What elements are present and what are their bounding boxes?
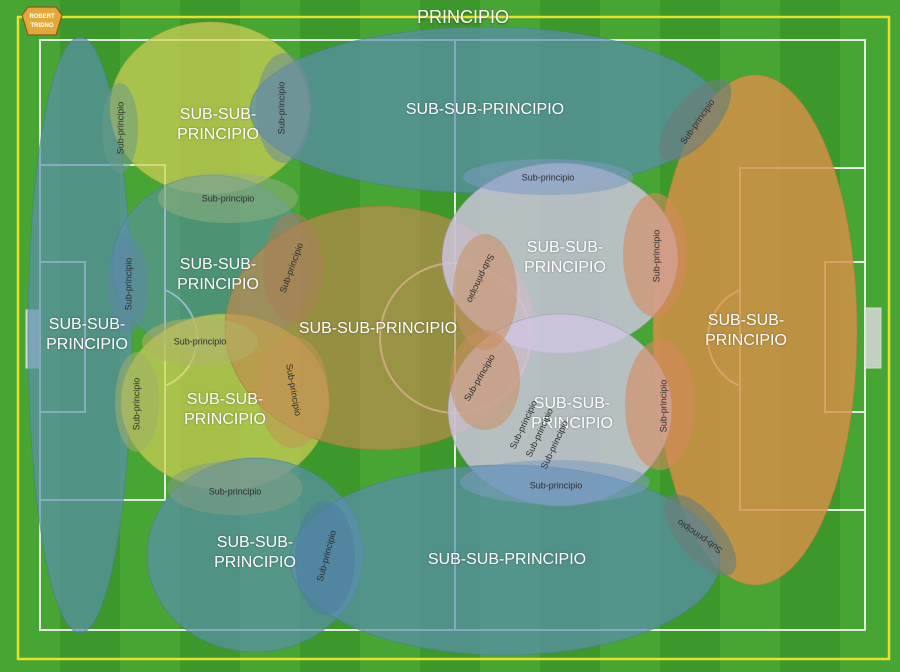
lens-left-top — [102, 83, 138, 173]
sub-label-right-upper: Sub-principio — [651, 229, 662, 283]
sub-sub-label-bottom-left: SUB-SUB-PRINCIPIO — [214, 534, 296, 571]
lens-bottom-left — [167, 461, 303, 515]
sub-sub-label-center: SUB-SUB-PRINCIPIO — [298, 320, 458, 337]
sub-sub-label-lower-left: SUB-SUB-PRINCIPIO — [184, 391, 266, 428]
sub-sub-label-mid-left: SUB-SUB-PRINCIPIO — [177, 256, 259, 293]
sub-sub-label-right: SUB-SUB-PRINCIPIO — [705, 312, 787, 349]
sub-label-bottom-left: Sub-principio — [208, 486, 262, 497]
sub-label-left-lower: Sub-principio — [131, 377, 142, 431]
sub-sub-label-top-left: SUB-SUB-PRINCIPIO — [177, 106, 259, 143]
sub-label-right-top: Sub-principio — [521, 172, 575, 183]
lens-top — [256, 53, 312, 163]
right-goal — [864, 307, 882, 369]
logo: ROBERT TRIDNO — [21, 6, 63, 36]
lens-top-right — [658, 79, 732, 161]
sub-sub-label-top-center: SUB-SUB-PRINCIPIO — [405, 101, 565, 118]
sub-label-right-bottom: Sub-principio — [529, 480, 583, 491]
lens-center-right-bottom — [450, 330, 520, 430]
sub-label-right-lower: Sub-principio — [658, 379, 669, 433]
lens-right-upper — [623, 193, 687, 317]
lens-bottom — [295, 501, 355, 615]
zone-right — [652, 74, 858, 586]
lens-left-mid — [108, 237, 148, 333]
lens-bottom-right — [663, 494, 737, 576]
sub-sub-label-right-center-bottom: SUB-SUB-PRINCIPIO — [531, 395, 613, 432]
sub-sub-label-left-column: SUB-SUB-PRINCIPIO — [46, 316, 128, 353]
lens-right-top — [463, 159, 633, 195]
sub-label-left-mid: Sub-principio — [123, 257, 134, 311]
sub-label-top: Sub-principio — [276, 81, 287, 135]
sub-sub-label-bottom-center: SUB-SUB-PRINCIPIO — [427, 551, 587, 568]
principle-frame — [16, 15, 891, 661]
sub-principle-lenses — [102, 53, 737, 615]
logo-text-line1: ROBERT — [29, 14, 55, 20]
lens-right-lower — [625, 340, 695, 470]
sub-label-mid-lower: Sub-principio — [173, 336, 227, 347]
lens-right-bottom — [460, 460, 650, 504]
sub-label-mid-top: Sub-principio — [201, 193, 255, 204]
lens-mid-center — [263, 213, 323, 323]
lens-center-right-top — [453, 234, 517, 350]
lens-mid-top — [158, 173, 298, 223]
diagram-title: PRINCIPIO — [416, 6, 510, 27]
lens-mid-lower — [142, 318, 258, 366]
zone-left-column — [27, 36, 133, 634]
sub-label-left-top: Sub-principio — [115, 101, 126, 155]
logo-text-line2: TRIDNO — [31, 23, 54, 29]
sub-sub-label-right-center-top: SUB-SUB-PRINCIPIO — [524, 239, 606, 276]
lens-left-lower — [115, 352, 159, 452]
lens-lower-center — [258, 336, 328, 448]
